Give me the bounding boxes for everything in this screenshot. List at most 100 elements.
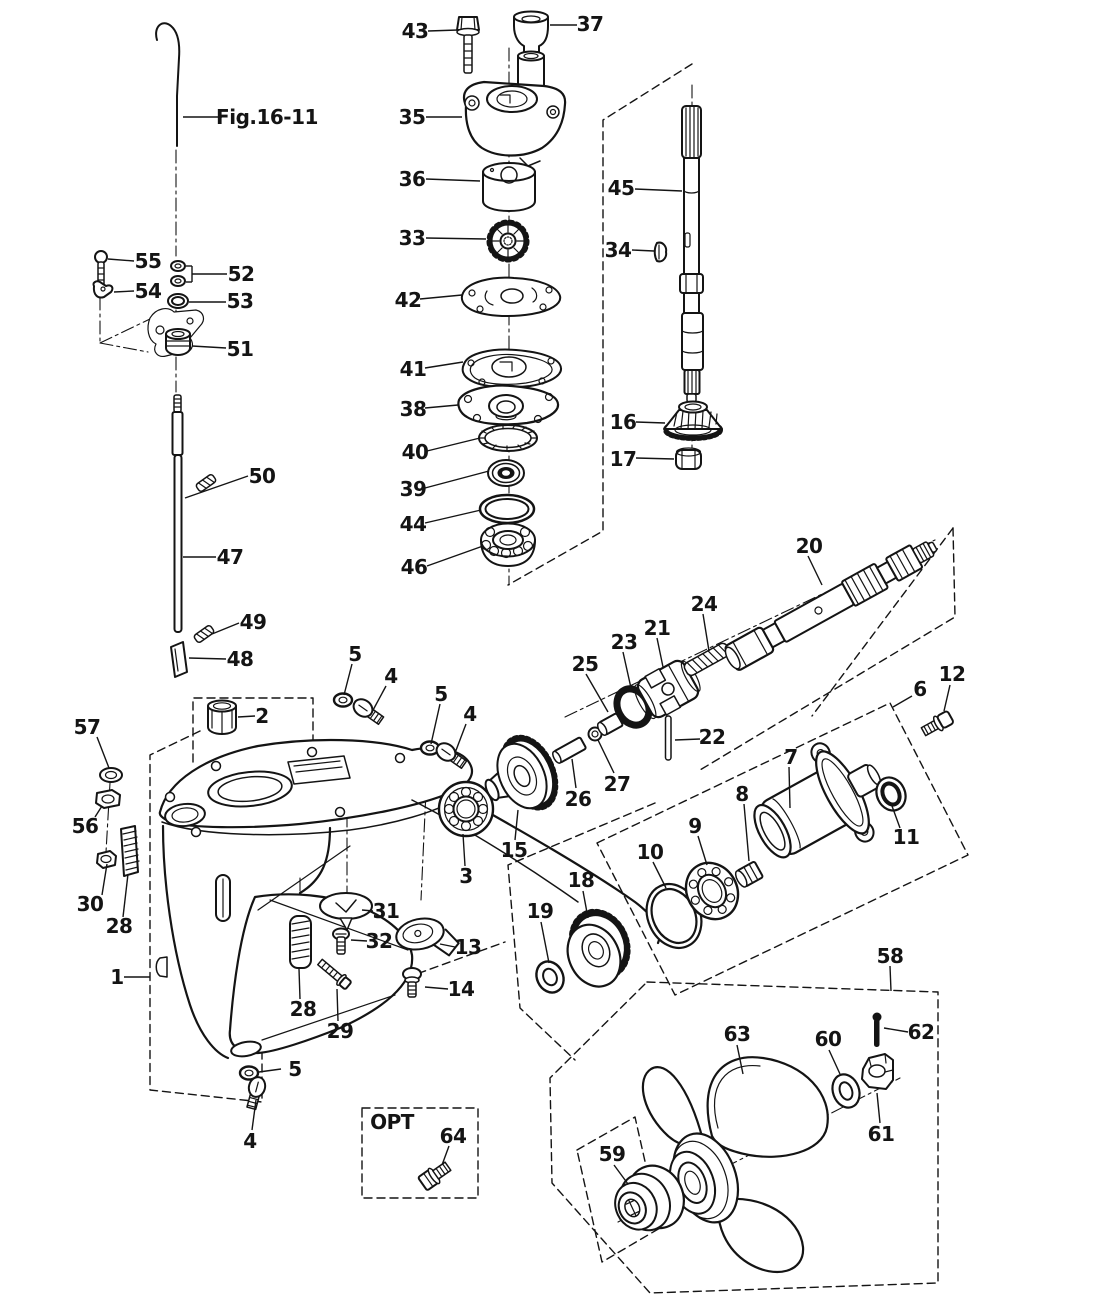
leader-line-36 bbox=[425, 178, 481, 182]
part-20-propeller-shaft bbox=[724, 541, 938, 671]
leader-line-4 bbox=[371, 685, 387, 713]
leader-line-51 bbox=[191, 345, 227, 349]
part-label-62-62: 62 bbox=[908, 1020, 935, 1044]
part-label-5-35: 5 bbox=[434, 682, 447, 706]
part-label-26-42: 26 bbox=[565, 787, 592, 811]
part-5-washer bbox=[332, 692, 354, 708]
part-13-water-inlet bbox=[395, 917, 460, 957]
leader-line-59 bbox=[613, 1164, 629, 1185]
part-11-seal bbox=[875, 776, 907, 812]
part-shift-rod-handle bbox=[155, 22, 181, 147]
part-18-reverse-gear bbox=[566, 908, 631, 988]
part-4-screw bbox=[352, 698, 385, 726]
leader-line-10 bbox=[652, 861, 667, 889]
part-50-spring-pin bbox=[195, 474, 217, 492]
part-35-water-pump-housing bbox=[462, 50, 567, 167]
reverse-gear-group-box bbox=[507, 802, 656, 1061]
leader-line-4 bbox=[454, 723, 467, 754]
part-17-pinion-nut bbox=[675, 447, 702, 470]
part-label-15-47: 15 bbox=[501, 838, 528, 862]
part-label-6-32: 6 bbox=[913, 677, 926, 701]
leader-line-50 bbox=[184, 475, 249, 499]
leader-line-6 bbox=[892, 695, 913, 708]
part-2-bushing bbox=[207, 699, 237, 735]
part-33-impeller bbox=[486, 219, 530, 263]
part-label-2-37: 2 bbox=[255, 704, 268, 728]
leader-line-28 bbox=[122, 873, 129, 918]
leader-line-64 bbox=[441, 1145, 450, 1166]
leader-line-14 bbox=[424, 986, 449, 990]
part-label-59-70: 59 bbox=[599, 1142, 626, 1166]
part-label-5-33: 5 bbox=[348, 642, 361, 666]
leader-line-15 bbox=[514, 809, 519, 841]
part-60-washer bbox=[831, 1073, 861, 1109]
leader-line-2 bbox=[237, 715, 256, 718]
part-3-bearing bbox=[437, 780, 495, 838]
part-label-20-21: 20 bbox=[796, 534, 823, 558]
part-16-pinion-gear bbox=[663, 400, 723, 441]
part-label-1-57: 1 bbox=[110, 965, 123, 989]
leader-line-26 bbox=[571, 758, 577, 789]
leader-line-16 bbox=[635, 421, 666, 424]
part-label-54-10: 54 bbox=[135, 279, 162, 303]
part-label-39-19: 39 bbox=[400, 477, 427, 501]
part-28-anode-spring bbox=[289, 915, 312, 969]
leader-line-46 bbox=[426, 545, 484, 567]
part-30-nut bbox=[96, 850, 117, 869]
group-label-OPT-66: OPT bbox=[370, 1110, 415, 1134]
part-label-9-45: 9 bbox=[688, 814, 701, 838]
part-48-key bbox=[170, 641, 188, 678]
part-55-bolt bbox=[94, 250, 108, 290]
part-label-32-55: 32 bbox=[366, 929, 393, 953]
part-label-37-1: 37 bbox=[577, 12, 604, 36]
leader-line-48 bbox=[188, 657, 227, 660]
part-label-22-39: 22 bbox=[699, 725, 726, 749]
leader-line-18 bbox=[582, 890, 589, 919]
part-39-bearing bbox=[487, 459, 525, 487]
leader-line-21 bbox=[656, 637, 664, 668]
part-51-bushing bbox=[147, 308, 205, 357]
part-46-bearing bbox=[480, 522, 536, 567]
part-label-5-65: 5 bbox=[288, 1057, 301, 1081]
part-label-30-51: 30 bbox=[77, 892, 104, 916]
propshaft-group-box bbox=[699, 527, 956, 771]
part-62-cotter-pin bbox=[872, 1012, 882, 1047]
part-29-bolt bbox=[317, 958, 352, 990]
part-15-forward-gear bbox=[484, 734, 559, 811]
leader-line-23 bbox=[622, 651, 632, 689]
leader-line-11 bbox=[891, 805, 901, 829]
leader-line-43 bbox=[427, 29, 459, 32]
leader-line-40 bbox=[426, 437, 481, 452]
part-label-4-34: 4 bbox=[384, 664, 397, 688]
part-37-water-tube-seal bbox=[513, 10, 549, 53]
part-label-10-48: 10 bbox=[637, 840, 664, 864]
leader-line-42 bbox=[419, 294, 463, 300]
part-label-18-50: 18 bbox=[568, 868, 595, 892]
part-34-woodruff-key bbox=[653, 241, 668, 263]
part-label-28-60: 28 bbox=[290, 997, 317, 1021]
part-5-washer bbox=[238, 1065, 260, 1081]
leader-line-5 bbox=[258, 1068, 282, 1073]
part-label-21-27: 21 bbox=[644, 616, 671, 640]
leader-line-57 bbox=[96, 736, 110, 769]
part-label-28-54: 28 bbox=[106, 914, 133, 938]
part-label-14-59: 14 bbox=[448, 977, 475, 1001]
part-label-41-14: 41 bbox=[400, 357, 427, 381]
leader-line-19 bbox=[540, 921, 550, 964]
leader-line-31 bbox=[361, 909, 374, 912]
leader-line-25 bbox=[585, 673, 609, 713]
part-label-53-12: 53 bbox=[227, 289, 254, 313]
part-label-58-58: 58 bbox=[877, 944, 904, 968]
leader-line-32 bbox=[350, 939, 368, 942]
part-label-55-8: 55 bbox=[135, 249, 162, 273]
part-label-4-69: 4 bbox=[243, 1129, 256, 1153]
part-label-29-61: 29 bbox=[327, 1019, 354, 1043]
part-9-bearing bbox=[684, 861, 740, 921]
part-label-36-4: 36 bbox=[399, 167, 426, 191]
part-64-opt-screw bbox=[417, 1161, 452, 1191]
part-label-23-28: 23 bbox=[611, 630, 638, 654]
part-label-12-31: 12 bbox=[939, 662, 966, 686]
bushing-group-box bbox=[192, 697, 314, 763]
part-4-screw bbox=[246, 1076, 267, 1111]
